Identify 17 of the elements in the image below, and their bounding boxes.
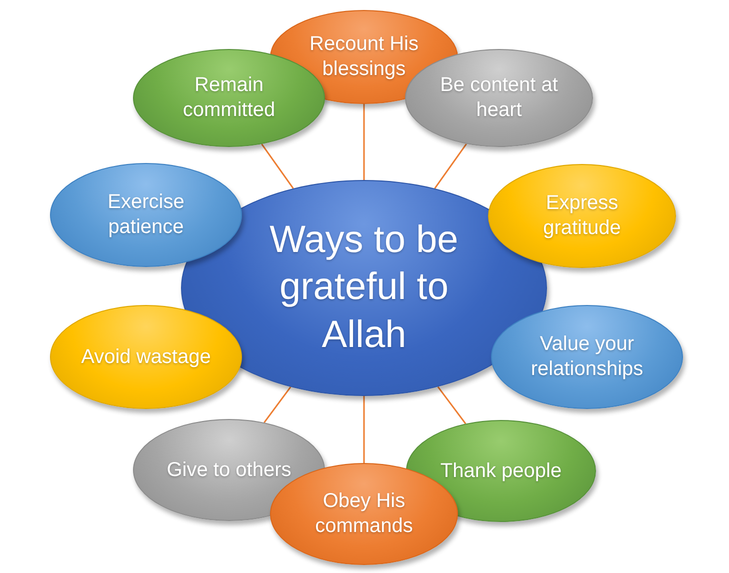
node-label: Express gratitude	[542, 191, 622, 241]
node-label: Value your relationships	[530, 332, 644, 382]
node-label: Be content at heart	[439, 73, 559, 123]
node-label: Ways to be grateful to Allah	[268, 218, 460, 358]
connector-line	[264, 386, 292, 423]
node-label: Obey His commands	[314, 489, 414, 539]
node-label: Recount His blessings	[308, 32, 420, 82]
connector-line	[434, 144, 467, 189]
connector-line	[363, 396, 365, 463]
connector-line	[437, 386, 466, 424]
connector-line	[363, 104, 365, 180]
node-label: Give to others	[166, 458, 292, 482]
connector-line	[261, 144, 294, 189]
node-label: Exercise patience	[106, 190, 186, 240]
node-label: Remain committed	[182, 73, 276, 123]
node-label: Avoid wastage	[80, 344, 212, 370]
node-label: Thank people	[439, 458, 563, 484]
